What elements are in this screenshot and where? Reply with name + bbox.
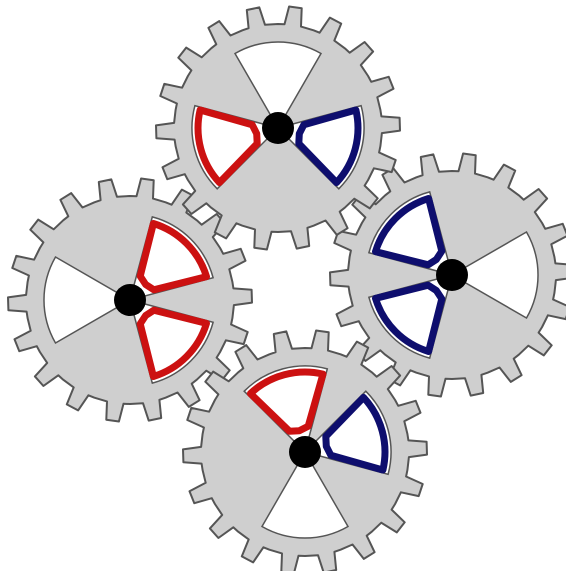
gear-bottom-hub (289, 436, 321, 468)
gear-top-hub (262, 112, 294, 144)
gear-left-hub (114, 284, 146, 316)
gear-right-hub (436, 259, 468, 291)
